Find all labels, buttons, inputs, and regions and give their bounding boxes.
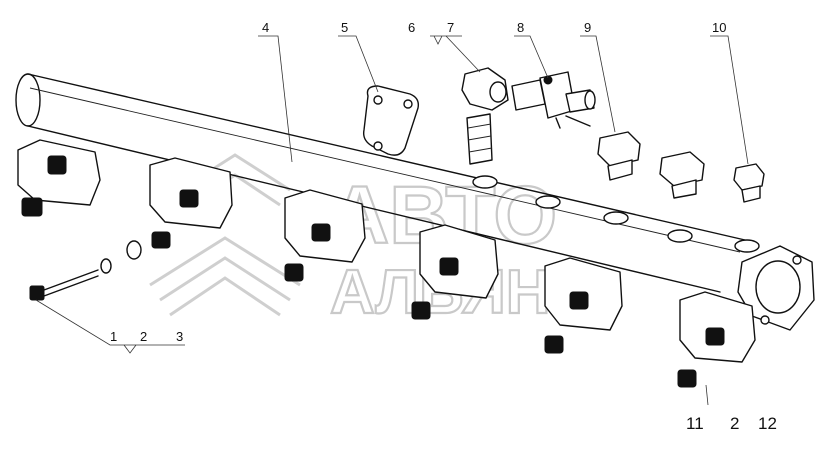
manifold-left-end — [15, 73, 41, 127]
plug-9b — [659, 151, 705, 199]
callout-7: 7 — [447, 20, 454, 35]
callout-9: 9 — [584, 20, 591, 35]
callout-11: 11 — [686, 414, 704, 433]
boss-1 — [472, 175, 498, 189]
plug-9 — [597, 131, 641, 181]
callout-3: 3 — [176, 329, 183, 344]
spring-washer — [100, 258, 112, 274]
runner-6-bolt — [705, 327, 725, 346]
plug-10 — [733, 163, 765, 203]
exhaust-manifold — [15, 73, 815, 331]
gasket — [362, 85, 420, 156]
callout-12: 12 — [758, 414, 777, 433]
bolt-assembly — [29, 240, 142, 301]
runner-2-bolt-low — [151, 231, 171, 249]
drain-valve — [511, 71, 596, 129]
callout-10: 10 — [712, 20, 726, 35]
runner-4-bolt — [439, 257, 459, 276]
leader-lines — [35, 35, 749, 406]
loose-bolt-shank — [43, 269, 99, 297]
callout-1: 1 — [110, 329, 117, 344]
boss-4 — [667, 229, 693, 243]
runner-2-bolt — [179, 189, 199, 208]
callout-numbers: 4 5 6 7 8 9 10 1 2 3 11 2 12 — [110, 20, 777, 433]
runner-4 — [419, 224, 499, 299]
adapter-fitting — [466, 113, 493, 165]
runner-4-bolt-low — [411, 301, 431, 320]
flat-washer — [126, 240, 142, 260]
boss-2 — [535, 195, 561, 209]
runner-1-bolt-top — [47, 155, 67, 175]
port-runners — [17, 139, 756, 388]
runner-3-bolt-low — [284, 263, 304, 282]
runner-6 — [679, 291, 756, 363]
callout-2: 2 — [140, 329, 147, 344]
runner-3-bolt — [311, 223, 331, 242]
runner-5-bolt-low — [544, 335, 564, 354]
outlet-flange-opening — [755, 260, 801, 314]
elbow-fitting — [461, 67, 509, 165]
runner-5-bolt — [569, 291, 589, 310]
boss-5 — [734, 239, 760, 253]
callout-4: 4 — [262, 20, 269, 35]
flange-hole-top — [792, 255, 802, 265]
callout-2b: 2 — [730, 414, 739, 433]
boss-3 — [603, 211, 629, 225]
callout-5: 5 — [341, 20, 348, 35]
flange-hole-bottom — [760, 315, 770, 325]
runner-6-bolt-low — [677, 369, 697, 388]
runner-1-bolt — [21, 197, 43, 217]
callout-6: 6 — [408, 20, 415, 35]
loose-bolt-head — [29, 285, 45, 301]
callout-8: 8 — [517, 20, 524, 35]
